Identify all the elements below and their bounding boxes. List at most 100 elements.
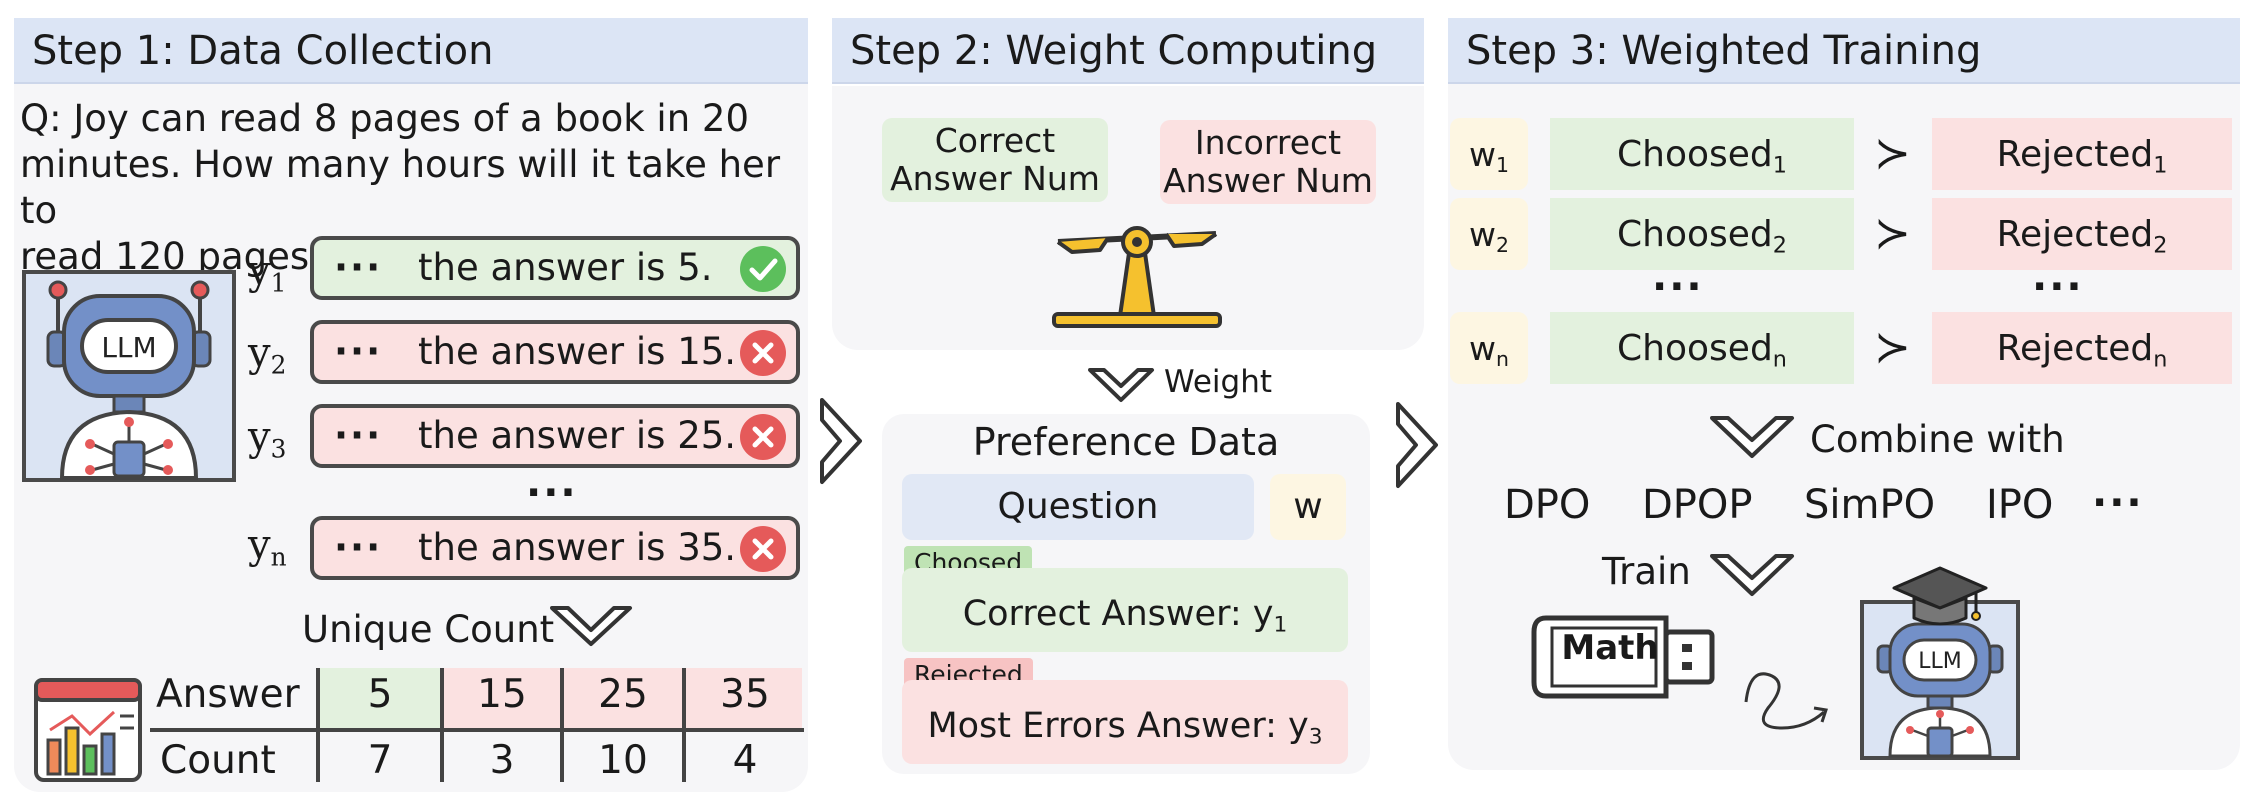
preference-symbol: ≻ — [1874, 128, 1911, 179]
down-chevron-icon — [1088, 368, 1154, 402]
rejected-cell: Rejected2 — [1932, 198, 2232, 270]
incorrect-count-line1: Incorrect — [1194, 123, 1342, 162]
graduation-cap-icon — [1892, 566, 1988, 626]
weight-cell-letter: w — [1468, 135, 1496, 174]
usb-label: Math — [1561, 628, 1659, 668]
response-label-1: y1 — [248, 248, 286, 297]
correct-answer-card: Correct Answer: y1 — [902, 568, 1348, 652]
answer-cell-bg-red — [442, 668, 802, 728]
choosed-cell-sub: 2 — [1772, 232, 1787, 259]
train-label: Train — [1602, 550, 1691, 593]
preference-data-title: Preference Data — [972, 420, 1280, 464]
most-errors-answer-text: Most Errors Answer: y — [927, 706, 1309, 746]
rows-ellipsis: ··· — [1652, 264, 1704, 310]
table-answer-cell: 35 — [720, 672, 770, 717]
response-label-3: y3 — [248, 414, 286, 463]
weight-cell-letter: w — [1468, 215, 1496, 254]
rows-ellipsis: ··· — [2032, 264, 2084, 310]
unique-count-label: Unique Count — [302, 608, 555, 651]
table-vline-3 — [560, 668, 564, 782]
table-count-cell: 4 — [732, 738, 758, 783]
step-arrow-icon — [820, 398, 862, 484]
curly-arrow-icon — [1744, 672, 1828, 730]
question-line-1: Q: Joy can read 8 pages of a book in 20 — [20, 97, 749, 140]
response-label-2: y2 — [248, 330, 286, 379]
response-label-letter: y — [248, 414, 271, 460]
table-vline-2 — [440, 668, 444, 782]
analytics-chart-icon — [34, 678, 142, 782]
weight-label: Weight — [1164, 364, 1273, 400]
down-chevron-icon — [1710, 554, 1794, 596]
question-chip: Question — [902, 474, 1254, 540]
table-count-cell: 3 — [489, 738, 515, 783]
weight-chip-label: w — [1293, 486, 1323, 527]
correct-answer-sub: 1 — [1273, 612, 1288, 638]
rejected-cell: Rejected1 — [1932, 118, 2232, 190]
table-answer-cell: 5 — [367, 672, 393, 717]
rejected-cell-label: Rejected — [1996, 134, 2154, 175]
down-chevron-icon — [1710, 416, 1794, 458]
trained-llm-robot-icon: LLM — [1860, 600, 2020, 760]
check-icon — [740, 246, 786, 292]
cross-icon — [740, 526, 786, 572]
table-vline-4 — [682, 668, 686, 782]
response-label-sub: 1 — [270, 268, 287, 298]
method-label: SimPO — [1804, 482, 1936, 528]
most-errors-answer-sub: 3 — [1308, 724, 1323, 750]
rejected-cell-label: Rejected — [1996, 328, 2154, 369]
response-label-sub: 3 — [270, 434, 287, 464]
rejected-cell: Rejectedn — [1932, 312, 2232, 384]
weight-cell: w1 — [1450, 118, 1528, 190]
table-answer-cell: 25 — [598, 672, 648, 717]
correct-count-line1: Correct — [934, 121, 1056, 160]
most-errors-answer-card: Most Errors Answer: y3 — [902, 680, 1348, 764]
response-box-3: ··· the answer is 25. — [310, 404, 800, 468]
step2-header: Step 2: Weight Computing — [832, 18, 1424, 84]
rejected-cell-sub: n — [2153, 346, 2168, 373]
response-label-letter: y — [248, 248, 271, 294]
cross-icon — [740, 414, 786, 460]
table-count-cell: 10 — [598, 738, 648, 783]
balance-scale-icon — [1052, 226, 1222, 328]
response-label-letter: y — [248, 522, 271, 568]
response-ellipsis: ··· — [334, 526, 383, 569]
step-arrow-icon — [1396, 402, 1438, 488]
response-text: the answer is 25. — [418, 414, 737, 457]
weight-cell-letter: w — [1469, 329, 1497, 368]
question-line-2: minutes. How many hours will it take her… — [20, 143, 781, 232]
responses-ellipsis: ··· — [526, 470, 578, 516]
choosed-cell-label: Choosed — [1617, 214, 1773, 255]
robot-face-label: LLM — [1918, 649, 1962, 674]
correct-count-card: Correct Answer Num — [882, 118, 1108, 202]
choosed-cell-sub: n — [1772, 346, 1787, 373]
table-count-cell: 7 — [367, 738, 393, 783]
weight-cell: w2 — [1450, 198, 1528, 270]
weight-cell-sub: 1 — [1495, 153, 1509, 178]
choosed-cell: Choosed2 — [1550, 198, 1854, 270]
question-chip-label: Question — [997, 486, 1159, 527]
incorrect-count-line2: Answer Num — [1163, 161, 1373, 200]
response-box-1: ··· the answer is 5. — [310, 236, 800, 300]
step3-header: Step 3: Weighted Training — [1448, 18, 2240, 84]
step2-title: Step 2: Weight Computing — [850, 28, 1378, 74]
step1-header: Step 1: Data Collection — [14, 18, 808, 84]
method-label: IPO — [1986, 482, 2054, 528]
method-label: DPOP — [1642, 482, 1753, 528]
choosed-cell: Choosed1 — [1550, 118, 1854, 190]
preference-symbol: ≻ — [1874, 208, 1911, 259]
method-label: ··· — [2092, 480, 2144, 526]
robot-face-label: LLM — [101, 331, 156, 364]
correct-count-line2: Answer Num — [890, 159, 1100, 198]
combine-label: Combine with — [1810, 418, 2065, 461]
rejected-cell-sub: 2 — [2153, 232, 2168, 259]
response-label-sub: 2 — [270, 350, 287, 380]
response-ellipsis: ··· — [334, 414, 383, 457]
response-text: the answer is 15. — [418, 330, 737, 373]
choosed-cell-sub: 1 — [1772, 152, 1787, 179]
response-label-n: yn — [248, 522, 287, 571]
response-label-letter: y — [248, 330, 271, 376]
llm-robot-icon: LLM — [22, 270, 236, 482]
incorrect-count-card: Incorrect Answer Num — [1160, 120, 1376, 204]
rejected-cell-label: Rejected — [1996, 214, 2154, 255]
response-label-sub: n — [270, 542, 287, 572]
